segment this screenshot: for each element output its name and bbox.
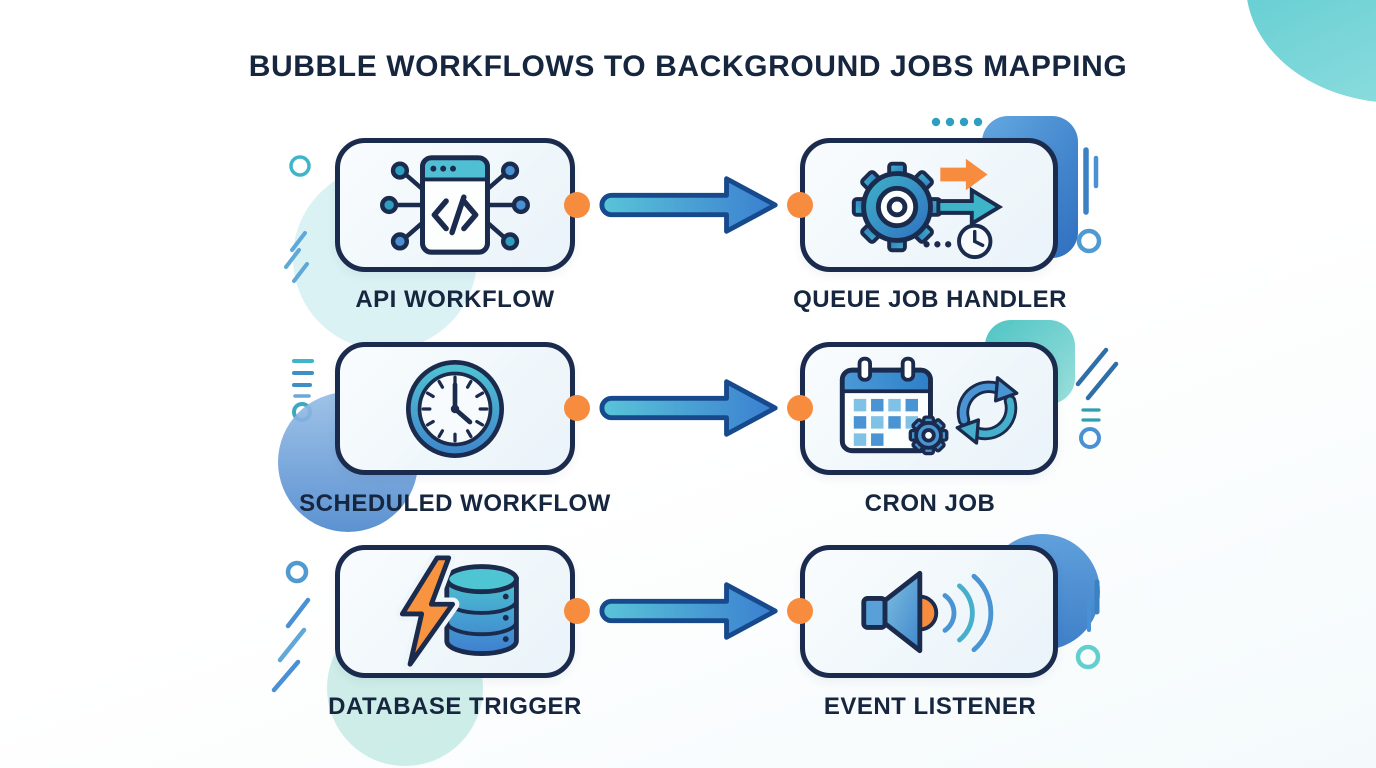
circle-outline-accent <box>289 155 311 177</box>
dots-accent <box>931 117 983 127</box>
connector-dot <box>564 192 590 218</box>
source-box-api-workflow <box>335 138 575 272</box>
api-code-window-icon <box>380 155 530 255</box>
orange-arrow-glyph <box>939 158 988 191</box>
circle-outline-accent <box>1076 228 1102 254</box>
vertical-lines-accent <box>1083 147 1099 215</box>
target-box-event-listener <box>800 545 1058 678</box>
diagonal-lines-accent <box>284 231 309 283</box>
teal-arrow-glyph <box>935 186 1003 228</box>
sound-waves-glyph <box>942 573 993 652</box>
calendar-gear-sync-icon <box>839 356 1018 456</box>
connector-dot <box>787 395 813 421</box>
label-event-listener: EVENT LISTENER <box>823 693 1037 720</box>
diagonal-lines-accent <box>271 597 311 693</box>
page-title: BUBBLE WORKFLOWS TO BACKGROUND JOBS MAPP… <box>248 50 1128 83</box>
label-database-trigger: DATABASE TRIGGER <box>328 693 582 720</box>
label-scheduled-workflow: SCHEDULED WORKFLOW <box>299 490 611 517</box>
sync-arrows-glyph <box>955 376 1018 445</box>
target-box-queue-job-handler <box>800 138 1058 272</box>
mapping-arrow <box>599 379 778 437</box>
connector-dot <box>564 395 590 421</box>
clock-icon <box>406 359 504 458</box>
connector-dot <box>787 192 813 218</box>
speaker-mouth-glyph <box>917 594 938 631</box>
corner-blob <box>1247 0 1376 102</box>
horizontal-lines-accent <box>292 359 314 398</box>
source-box-scheduled-workflow <box>335 342 575 475</box>
vertical-lines-accent <box>1087 579 1100 632</box>
connector-dot <box>787 598 813 624</box>
calendar-grid <box>853 398 918 446</box>
source-box-database-trigger <box>335 545 575 678</box>
label-queue-job-handler: QUEUE JOB HANDLER <box>793 286 1067 313</box>
label-api-workflow: API WORKFLOW <box>355 286 555 313</box>
speaker-sound-waves-icon <box>860 570 993 653</box>
target-box-cron-job <box>800 342 1058 475</box>
mapping-arrow <box>599 176 778 234</box>
lightning-bolt-glyph <box>399 554 455 667</box>
mapping-arrow <box>599 582 778 640</box>
diagonal-lines-accent <box>1075 347 1119 401</box>
label-cron-job: CRON JOB <box>864 490 996 517</box>
connector-dot <box>564 598 590 624</box>
gear-queue-clock-icon <box>851 158 1003 260</box>
lightning-database-icon <box>395 553 519 670</box>
